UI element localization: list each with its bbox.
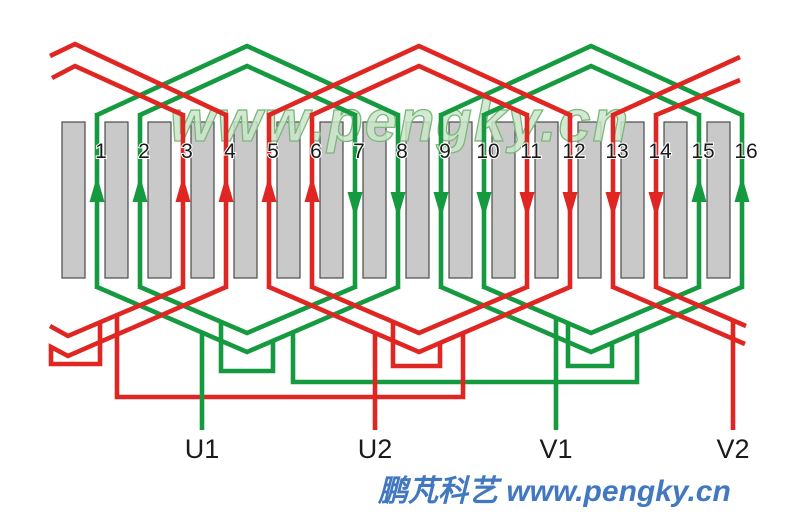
coil-end-top	[96, 43, 399, 118]
slot-number: 16	[734, 140, 757, 163]
coil-end-top-wrap	[655, 77, 741, 118]
labels-layer: U1 U2 V1 V2	[185, 434, 750, 464]
slot-number: 9	[439, 140, 451, 163]
stator-bar	[405, 121, 430, 279]
stator-bar	[491, 121, 516, 279]
arrow-up-icon	[175, 176, 191, 202]
coil-end-top	[268, 43, 571, 118]
stator-bar	[190, 121, 215, 279]
coil-end-top	[483, 63, 700, 118]
slot-number: 6	[310, 140, 322, 163]
coil-end-top-wrap	[612, 54, 741, 118]
group-link	[565, 323, 615, 369]
stator-bar	[534, 121, 559, 279]
coil-end-bottom	[483, 284, 700, 336]
arrow-down-icon	[347, 192, 363, 218]
arrow-up-icon	[261, 176, 277, 202]
arrow-up-icon	[218, 176, 234, 202]
coil-end-bottom	[311, 284, 528, 336]
slot-number: 14	[648, 140, 672, 163]
arrow-down-icon	[390, 192, 406, 218]
group-link	[390, 322, 443, 369]
slot-number: 12	[562, 140, 585, 163]
coil-end-top	[440, 43, 743, 118]
arrow-up-icon	[304, 176, 320, 202]
stator-bar	[104, 121, 129, 279]
coil-end-bottom	[440, 284, 743, 355]
stator-bar	[620, 121, 645, 279]
slot-number: 15	[691, 140, 714, 163]
slot-number: 1	[95, 140, 107, 163]
group-link	[218, 322, 276, 374]
arrow-down-icon	[605, 192, 621, 218]
terminal-label: U2	[358, 434, 393, 464]
terminal-label: V2	[716, 434, 749, 464]
stator-bar	[362, 121, 387, 279]
slot-number: 7	[353, 140, 365, 163]
coil-end-bottom-wrap	[48, 284, 227, 367]
stator-bars-layer	[61, 121, 731, 279]
series-bus	[114, 315, 466, 400]
coil-end-top	[139, 63, 356, 118]
footer-brand: 鹏芃科艺 www.pengky.cn	[377, 475, 731, 508]
stator-bar	[663, 121, 688, 279]
coil-end-top	[311, 63, 528, 118]
stator-bar	[577, 121, 602, 279]
terminal-label: V1	[539, 434, 572, 464]
slot-number: 2	[138, 140, 150, 163]
coil-end-bottom-wrap	[48, 284, 184, 339]
coil-end-bottom	[139, 284, 356, 336]
stator-bar	[448, 121, 473, 279]
slot-number: 10	[476, 140, 499, 163]
slot-number: 5	[267, 140, 279, 163]
stator-bar	[276, 121, 301, 279]
arrow-up-icon	[132, 176, 148, 202]
arrow-down-icon	[433, 192, 449, 218]
coil-end-bottom-wrap	[612, 284, 746, 347]
stator-bar	[233, 121, 258, 279]
arrow-down-icon	[648, 192, 664, 218]
stator-bar	[61, 121, 86, 279]
arrow-up-icon	[691, 176, 707, 202]
coil-end-top-wrap	[50, 63, 184, 118]
coil-end-bottom	[268, 284, 571, 355]
slot-number: 3	[181, 140, 193, 163]
slot-number: 11	[520, 140, 542, 163]
arrow-down-icon	[519, 192, 535, 218]
arrow-up-icon	[89, 176, 105, 202]
arrow-up-icon	[734, 176, 750, 202]
coil-end-bottom	[96, 284, 399, 355]
stator-bar	[147, 121, 172, 279]
terminal-label: U1	[185, 434, 220, 464]
slot-number: 13	[605, 140, 628, 163]
stator-bar	[706, 121, 731, 279]
coil-wires-layer	[48, 41, 747, 430]
coil-end-top-wrap	[49, 41, 227, 118]
slot-number: 8	[396, 140, 408, 163]
arrow-down-icon	[562, 192, 578, 218]
stator-bar	[319, 121, 344, 279]
arrow-down-icon	[476, 192, 492, 218]
slot-number: 4	[224, 140, 236, 163]
coil-end-bottom-wrap	[655, 284, 747, 329]
